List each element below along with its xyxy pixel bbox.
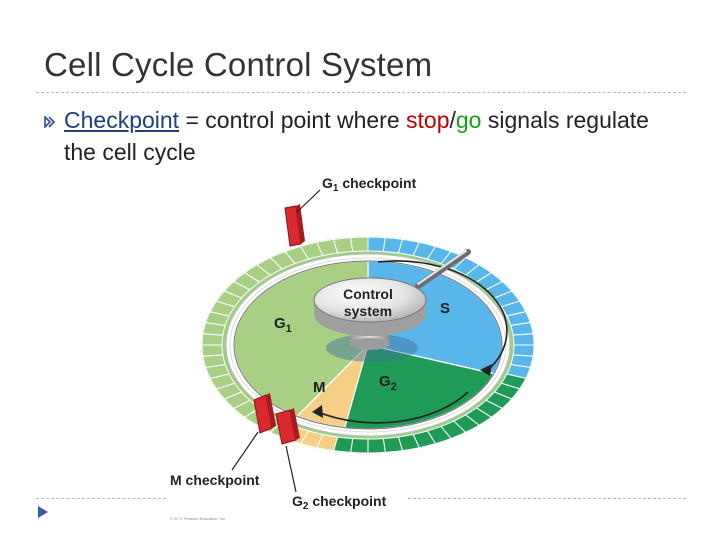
m-checkpoint-gate bbox=[253, 393, 276, 434]
g1-checkpoint-gate bbox=[284, 204, 305, 247]
outer-ring-segments bbox=[201, 236, 535, 454]
g2-checkpoint-suffix: checkpoint bbox=[308, 493, 386, 509]
cycle-direction-arrow-lower bbox=[317, 391, 469, 424]
bullet-text-part1: = control point where bbox=[179, 107, 407, 133]
g1-checkpoint-subscript: 1 bbox=[333, 183, 339, 194]
phase-g2-subscript: 2 bbox=[391, 381, 397, 393]
phase-label-m: M bbox=[313, 379, 326, 396]
slide-nav-arrow-icon[interactable] bbox=[36, 504, 50, 520]
g2-checkpoint-prefix: G bbox=[292, 493, 303, 509]
cycle-arrowhead-icon bbox=[480, 364, 492, 376]
ring-segment-g2 bbox=[350, 437, 369, 454]
control-rod bbox=[415, 249, 471, 289]
g1-checkpoint-label: G1 checkpoint bbox=[322, 175, 417, 194]
cycle-direction-arrow bbox=[377, 260, 508, 373]
control-stem-base bbox=[350, 338, 390, 350]
g2-checkpoint-subscript: 2 bbox=[303, 501, 309, 512]
ring-segment-g1 bbox=[350, 236, 369, 253]
g1-checkpoint-leader bbox=[296, 189, 321, 213]
slide-title: Cell Cycle Control System bbox=[44, 46, 433, 83]
control-cap bbox=[313, 277, 427, 323]
g2-checkpoint-label: G2 checkpoint bbox=[292, 493, 387, 512]
phase-label-s: S bbox=[440, 300, 450, 317]
footer-divider-left bbox=[36, 498, 166, 499]
bullet-point: Checkpoint = control point where stop/go… bbox=[64, 104, 684, 168]
phase-g1-main: G bbox=[274, 315, 286, 332]
g1-checkpoint-prefix: G bbox=[322, 175, 333, 191]
phase-g1-subscript: 1 bbox=[286, 323, 292, 335]
cycle-arrowhead-icon-lower bbox=[312, 405, 323, 418]
slash: / bbox=[449, 107, 456, 133]
bullet-arrow-icon bbox=[44, 116, 56, 128]
control-system-label-line1: Control bbox=[343, 286, 393, 302]
stop-word: stop bbox=[406, 107, 450, 133]
ring-segment-g2 bbox=[367, 437, 386, 454]
copyright-note: © 20 © Pearson Education, Inc. bbox=[170, 516, 226, 521]
bullet-text-part2: signals regulate the cell cycle bbox=[64, 107, 649, 165]
footer-divider-right bbox=[408, 498, 686, 499]
control-rod-highlight bbox=[417, 250, 467, 285]
control-system-label-line2: system bbox=[344, 303, 392, 319]
phase-g2-main: G bbox=[379, 373, 391, 390]
g2-checkpoint-leader bbox=[285, 445, 297, 493]
disk-outline bbox=[233, 260, 503, 430]
keyword-checkpoint: Checkpoint bbox=[64, 107, 180, 133]
g2-checkpoint-gate bbox=[275, 408, 300, 445]
ring-segment-s bbox=[367, 236, 386, 253]
phase-label-g2: G2 bbox=[379, 373, 397, 393]
ring-segment-s bbox=[512, 333, 535, 346]
phase-label-g1: G1 bbox=[274, 315, 292, 335]
g1-checkpoint-suffix: checkpoint bbox=[338, 175, 416, 191]
m-checkpoint-leader bbox=[231, 431, 259, 471]
inner-track-edge bbox=[229, 257, 507, 433]
ring-segment-g1 bbox=[201, 344, 224, 357]
m-checkpoint-label: M checkpoint bbox=[170, 472, 260, 488]
go-word: go bbox=[455, 107, 482, 133]
title-divider bbox=[36, 92, 686, 93]
